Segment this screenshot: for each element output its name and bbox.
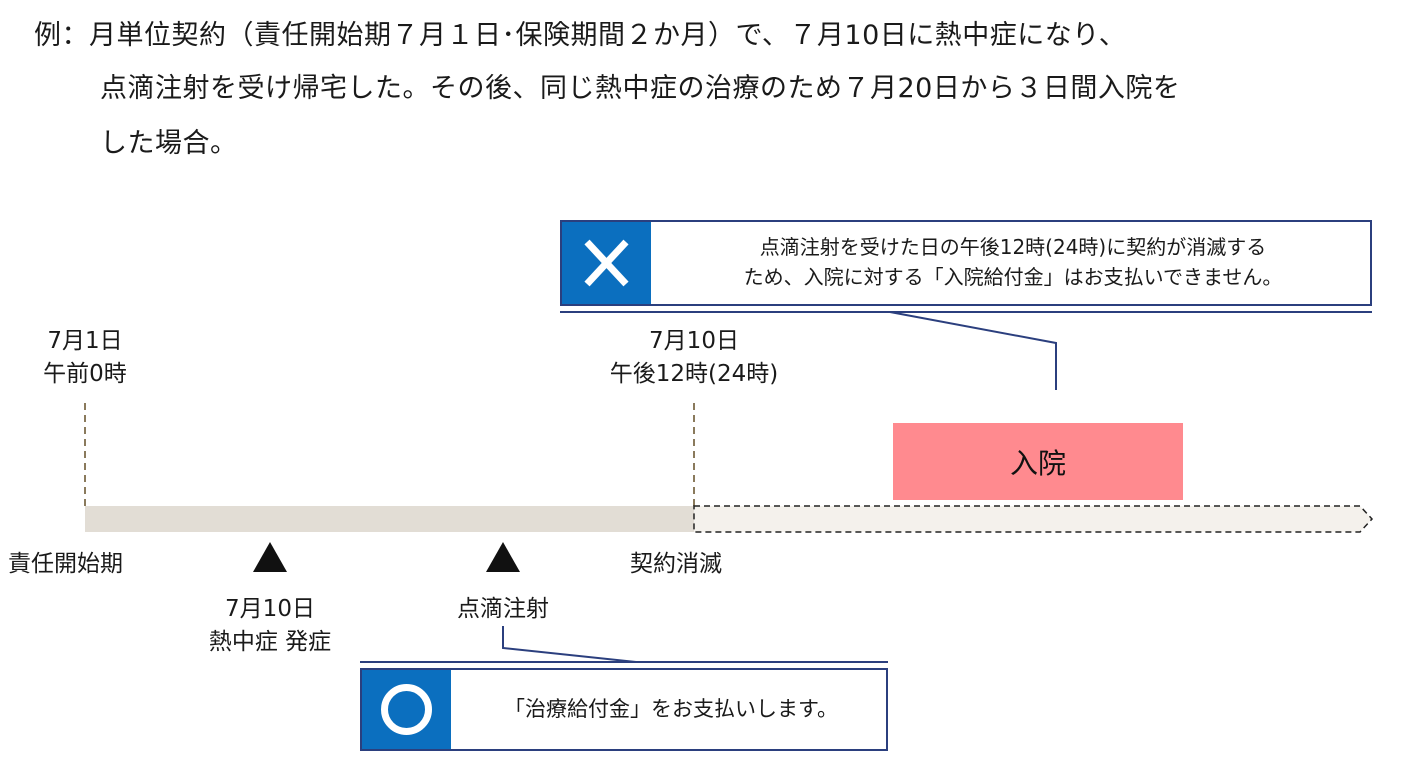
ok-icon-square [362, 670, 451, 749]
timeline-end-label: 契約消滅 [630, 551, 722, 577]
event-triangle-iv [486, 542, 520, 572]
event-iv-label: 点滴注射 [457, 596, 549, 622]
start-marker-date: 7月1日 [47, 328, 123, 354]
end-marker-date: 7月10日 [649, 328, 739, 354]
ng-icon-square [562, 222, 651, 304]
hospitalization-block: 入院 [893, 423, 1183, 500]
event-onset-date: 7月10日 [225, 596, 315, 622]
end-marker-time: 午後12時(24時) [609, 361, 779, 387]
ng-message-line-2: ため、入院に対する「入院給付金」はお支払いできません。 [743, 265, 1283, 289]
hospitalization-label: 入院 [1009, 446, 1066, 480]
intro-line-3: した場合。 [100, 128, 238, 159]
ng-box-connector [889, 311, 1057, 390]
coverage-bar [85, 506, 694, 532]
timeline-start-label: 責任開始期 [8, 551, 123, 577]
event-onset-desc: 熱中症 発症 [208, 629, 332, 655]
event-triangle-onset [253, 542, 287, 572]
cross-icon [584, 239, 629, 287]
circle-icon [381, 684, 432, 735]
ok-message-text: 「治療給付金」をお支払いします。 [504, 697, 838, 721]
terminated-bar [693, 505, 1374, 533]
intro-line-1: 例：月単位契約（責任開始期７月１日･保険期間２か月）で、７月10日に熱中症になり… [34, 20, 1127, 51]
ok-box-connector [502, 626, 637, 663]
intro-line-2: 点滴注射を受け帰宅した。その後、同じ熱中症の治療のため７月20日から３日間入院を [100, 73, 1181, 104]
start-marker-time: 午前0時 [43, 361, 127, 387]
ng-message-line-1: 点滴注射を受けた日の午後12時(24時)に契約が消滅する [759, 235, 1267, 259]
ng-message-box: 点滴注射を受けた日の午後12時(24時)に契約が消滅する ため、入院に対する「入… [560, 220, 1372, 306]
ok-message-box: 「治療給付金」をお支払いします。 [360, 668, 888, 751]
